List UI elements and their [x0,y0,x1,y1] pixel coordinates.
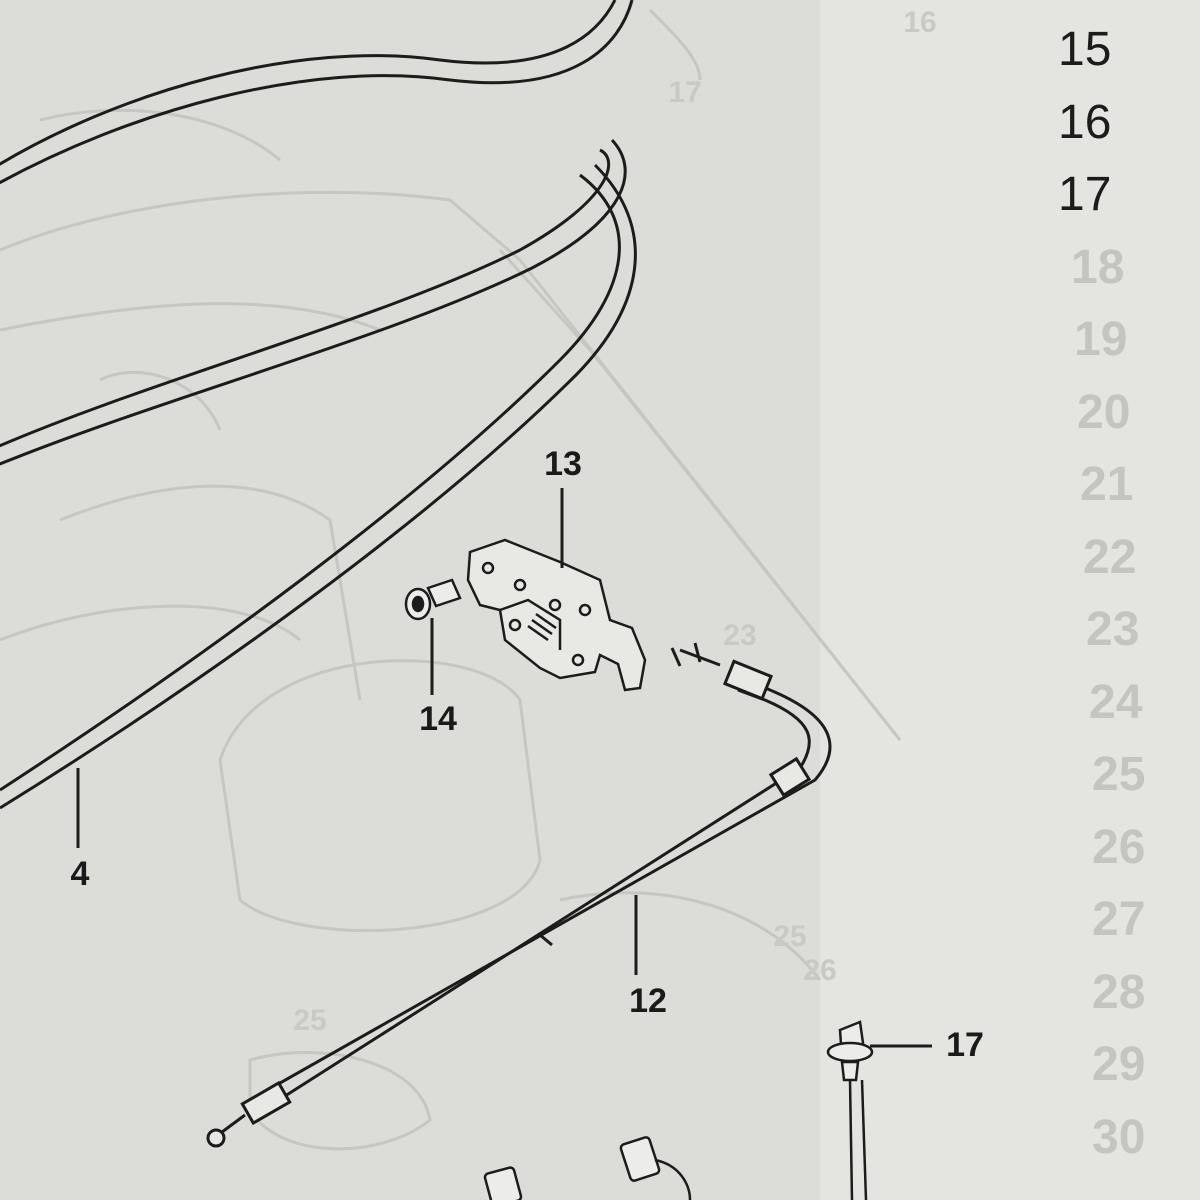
index-number: 25 [1092,748,1146,801]
connector-parts [483,1136,692,1200]
faint-callout-17: 17 [668,76,701,109]
index-number: 21 [1080,458,1134,511]
index-number: 24 [1089,675,1143,729]
part-12-release-cable [206,642,832,1148]
callout-17: 17 [946,1026,984,1064]
index-number: 22 [1083,530,1137,584]
part-4-weatherstrip [0,0,637,810]
part-14-bolt [404,578,462,621]
index-number: 19 [1074,313,1128,366]
paper-light-area [820,0,1200,1200]
part-17-clip [826,1020,874,1200]
index-number: 26 [1092,820,1146,874]
part-13-latch [466,538,647,692]
index-number: 15 [1058,23,1112,76]
callout-4: 4 [71,855,90,893]
index-number: 29 [1092,1038,1146,1091]
index-number: 30 [1092,1110,1146,1164]
faint-callout-23: 23 [723,619,756,652]
callout-12: 12 [629,982,667,1020]
index-number: 28 [1092,965,1146,1019]
callout-13: 13 [544,445,582,483]
faint-callout-25a: 25 [773,920,806,953]
faint-callout-16: 16 [903,6,936,39]
index-number: 20 [1077,385,1131,439]
background-body-outline [0,8,902,1151]
faint-callout-26: 26 [803,954,836,987]
index-number: 18 [1071,240,1125,294]
index-number: 23 [1086,603,1140,656]
index-number: 16 [1058,95,1112,149]
faint-callout-25b: 25 [293,1004,326,1037]
callout-14: 14 [419,700,457,738]
index-number: 17 [1058,168,1112,221]
index-number: 27 [1092,893,1146,946]
